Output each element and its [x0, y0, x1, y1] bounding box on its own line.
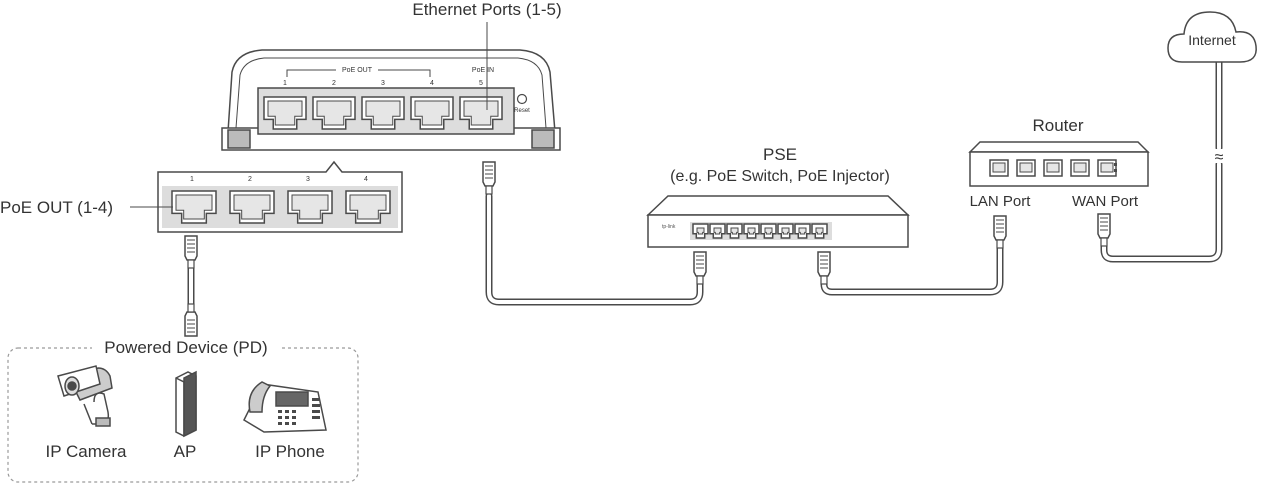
router-lan-port[interactable] [1070, 159, 1090, 177]
top-port-number: 3 [381, 80, 385, 87]
top-port-number: 2 [332, 80, 336, 87]
pse-port[interactable] [709, 223, 726, 239]
pse-example-label: (e.g. PoE Switch, PoE Injector) [670, 168, 890, 185]
pse-switch [646, 195, 910, 248]
ap-icon [175, 370, 197, 438]
rj45-connector-icon [993, 215, 1007, 249]
ip-camera-label: IP Camera [46, 442, 127, 461]
device-poe-in-label: PoE IN [472, 67, 494, 74]
router-lan-port[interactable] [1016, 159, 1036, 177]
ap-label: AP [174, 442, 197, 461]
top-ethernet-port-5[interactable] [459, 96, 503, 130]
ethernet-ports-label: Ethernet Ports (1-5) [412, 0, 561, 19]
lan-port-label: LAN Port [970, 193, 1032, 210]
top-ethernet-port-4[interactable] [410, 96, 454, 130]
bottom-port-number: 4 [364, 176, 368, 183]
poe-out-port-1[interactable] [171, 190, 217, 224]
rj45-connector-icon [693, 251, 707, 285]
top-ethernet-port-2[interactable] [312, 96, 356, 130]
ip-phone-icon [243, 381, 327, 433]
rj45-connector-icon [1097, 213, 1111, 247]
top-port-number: 4 [430, 80, 434, 87]
bottom-port-number: 3 [306, 176, 310, 183]
router-wan-port[interactable] [1097, 159, 1117, 177]
pse-port[interactable] [743, 223, 760, 239]
poe-out-port-4[interactable] [345, 190, 391, 224]
pse-brand-label: tp-link [662, 224, 676, 230]
powered-device-label: Powered Device (PD) [104, 338, 267, 357]
internet-cloud-icon [1167, 11, 1257, 63]
router-lan-port[interactable] [1043, 159, 1063, 177]
poe-out-port-2[interactable] [229, 190, 275, 224]
device-poe-out-label: PoE OUT [342, 67, 373, 74]
ip-camera-icon [57, 365, 113, 427]
pse-port[interactable] [760, 223, 777, 239]
bottom-port-number: 2 [248, 176, 252, 183]
bottom-port-number: 1 [190, 176, 194, 183]
wan-port-label: WAN Port [1072, 193, 1139, 210]
rj45-connector-icon [482, 161, 496, 195]
rj45-connector-icon [184, 303, 198, 337]
poe-out-port-3[interactable] [287, 190, 333, 224]
rj45-connector-icon [817, 251, 831, 285]
top-port-number: 1 [283, 80, 287, 87]
ip-phone-label: IP Phone [255, 442, 325, 461]
cable-break-symbol: ≈ [1215, 149, 1224, 166]
internet-label: Internet [1188, 32, 1236, 48]
poe-out-bracket [286, 69, 431, 77]
router-lan-port[interactable] [989, 159, 1009, 177]
rj45-connector-icon [184, 235, 198, 269]
pse-port[interactable] [777, 223, 794, 239]
pse-label: PSE [763, 145, 797, 164]
pse-port[interactable] [692, 223, 709, 239]
cable-top-device-to-pse [485, 192, 704, 306]
pse-port[interactable] [726, 223, 743, 239]
top-ethernet-port-1[interactable] [263, 96, 307, 130]
cable-pse-to-router [820, 240, 1004, 296]
pse-port[interactable] [794, 223, 811, 239]
cable-router-to-internet [1100, 58, 1223, 263]
router-label: Router [1032, 116, 1083, 135]
router-leds [1114, 163, 1117, 172]
poe-out-1-4-label: PoE OUT (1-4) [0, 198, 113, 217]
pse-port[interactable] [811, 223, 828, 239]
top-port-number: 5 [479, 80, 483, 87]
reset-button[interactable] [516, 93, 528, 105]
reset-label: Reset [514, 108, 530, 114]
top-ethernet-port-3[interactable] [361, 96, 405, 130]
